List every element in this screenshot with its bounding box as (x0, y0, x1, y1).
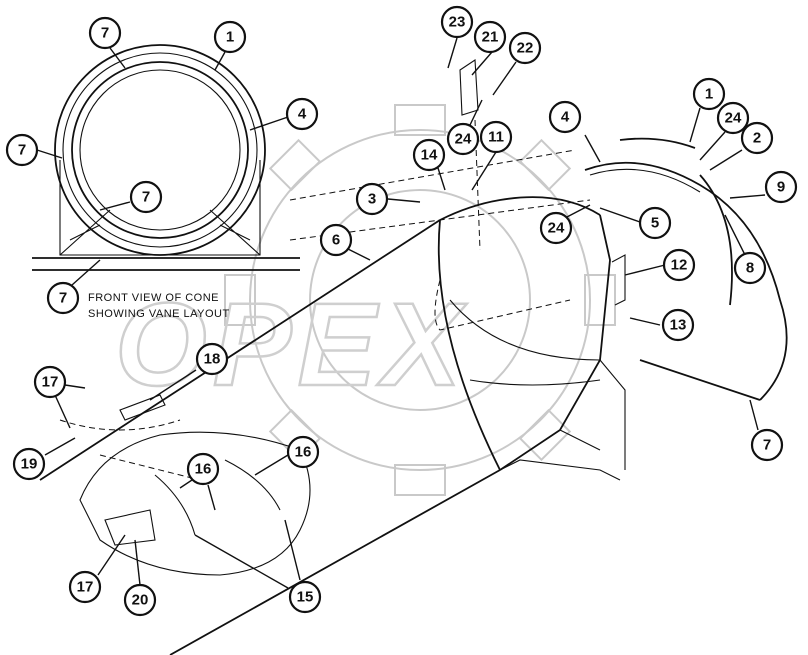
callout-19: 19 (12, 447, 46, 481)
svg-text:14: 14 (421, 147, 438, 164)
svg-text:3: 3 (368, 191, 376, 208)
vane-parts (119, 59, 788, 536)
svg-text:17: 17 (77, 579, 94, 596)
callout-21: 21 (473, 20, 507, 54)
svg-text:17: 17 (42, 374, 59, 391)
callout-22: 22 (508, 31, 542, 65)
callout-18: 18 (195, 342, 229, 376)
svg-text:19: 19 (21, 456, 38, 473)
caption-line-2: SHOWING VANE LAYOUT (88, 308, 230, 320)
callout-4: 4 (548, 100, 582, 134)
svg-text:11: 11 (488, 129, 504, 146)
callout-3: 3 (355, 182, 389, 216)
caption-line-1: FRONT VIEW OF CONE (88, 292, 219, 304)
callout-16: 16 (186, 452, 220, 486)
svg-text:13: 13 (670, 317, 687, 334)
watermark-text: OPEX (115, 279, 467, 411)
callout-5: 5 (638, 206, 672, 240)
svg-text:21: 21 (482, 29, 499, 46)
svg-text:4: 4 (561, 109, 570, 126)
svg-text:24: 24 (548, 220, 565, 237)
callout-20: 20 (123, 583, 157, 617)
callout-7: 7 (129, 180, 163, 214)
svg-text:9: 9 (777, 179, 785, 196)
callouts: 7 1 4 7 7 7 23 21 22 24 11 14 3 6 4 1 24… (5, 5, 798, 617)
front-view-cone: FRONT VIEW OF CONE SHOWING VANE LAYOUT (32, 44, 300, 320)
callout-4: 4 (285, 97, 319, 131)
callout-1: 1 (692, 77, 726, 111)
callout-15: 15 (288, 580, 322, 614)
svg-text:20: 20 (132, 592, 149, 609)
svg-text:7: 7 (101, 25, 109, 42)
callout-9: 9 (764, 170, 798, 204)
svg-text:7: 7 (763, 437, 771, 454)
callout-11: 11 (479, 120, 513, 154)
svg-text:1: 1 (705, 86, 713, 103)
callout-1: 1 (213, 20, 247, 54)
cutaway-panel (79, 431, 311, 576)
cone-body (39, 196, 626, 655)
svg-text:24: 24 (725, 110, 742, 127)
svg-text:22: 22 (517, 40, 534, 57)
callout-24: 24 (539, 211, 573, 245)
svg-text:6: 6 (332, 232, 340, 249)
callout-7: 7 (750, 428, 784, 462)
callout-17: 17 (33, 365, 67, 399)
callout-16: 16 (286, 435, 320, 469)
svg-text:7: 7 (18, 142, 26, 159)
callout-23: 23 (440, 5, 474, 39)
svg-text:7: 7 (142, 189, 150, 206)
svg-text:15: 15 (297, 589, 314, 606)
svg-text:4: 4 (298, 106, 307, 123)
svg-text:12: 12 (671, 257, 688, 274)
callout-24: 24 (446, 122, 480, 156)
callout-17: 17 (68, 570, 102, 604)
svg-text:16: 16 (295, 444, 312, 461)
svg-text:18: 18 (204, 351, 221, 368)
callout-8: 8 (733, 251, 767, 285)
callout-6: 6 (319, 223, 353, 257)
callout-7: 7 (46, 281, 80, 315)
svg-text:7: 7 (59, 290, 67, 307)
callout-2: 2 (740, 121, 774, 155)
callout-13: 13 (661, 308, 695, 342)
callout-24: 24 (716, 101, 750, 135)
svg-text:5: 5 (651, 215, 659, 232)
callout-7: 7 (5, 133, 39, 167)
svg-text:1: 1 (226, 29, 234, 46)
callout-14: 14 (412, 138, 446, 172)
svg-text:23: 23 (449, 14, 466, 31)
svg-text:16: 16 (195, 461, 212, 478)
callout-12: 12 (662, 248, 696, 282)
svg-text:8: 8 (746, 260, 754, 277)
svg-text:24: 24 (455, 131, 472, 148)
leader-lines (36, 37, 766, 589)
callout-7: 7 (88, 16, 122, 50)
svg-text:2: 2 (753, 130, 761, 147)
